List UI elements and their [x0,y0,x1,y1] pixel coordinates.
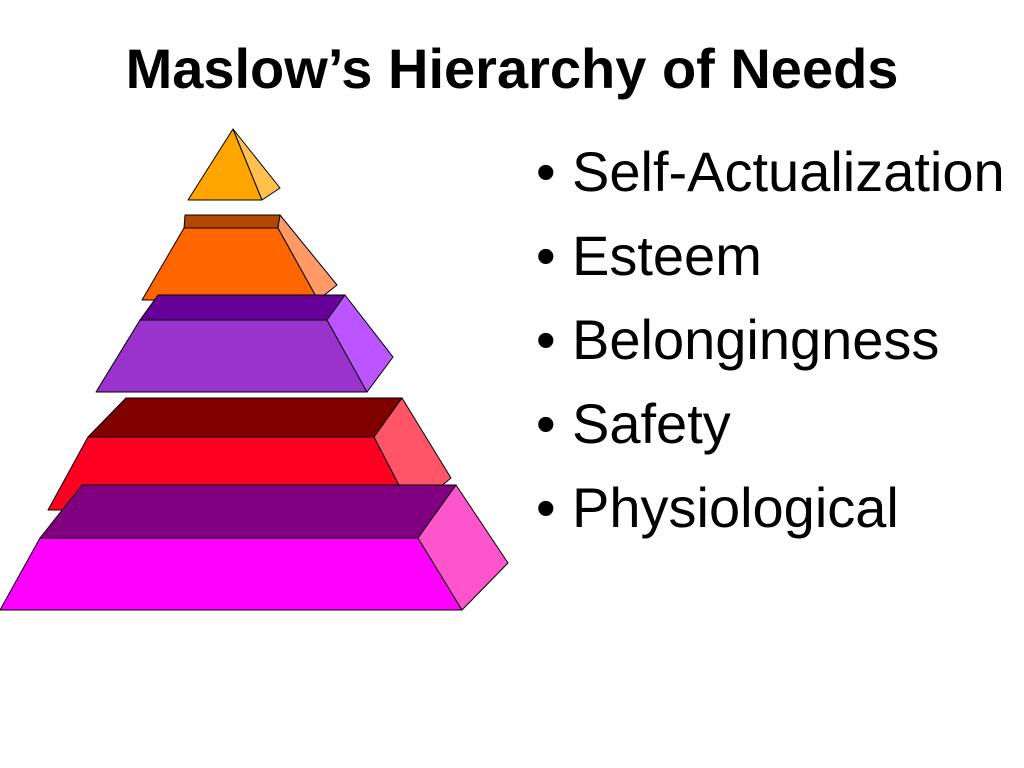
level-front-face [0,537,463,611]
list-item-label: Safety [572,392,731,455]
bullet-marker: • [536,308,556,371]
level-side-face [326,294,394,393]
pyramid-level-physiological [0,484,509,611]
list-item-label: Esteem [572,224,762,287]
bullet-marker: • [536,476,556,539]
list-item: • Self-​Actualization [536,140,1006,204]
slide-title: Maslow’s Hierarchy of Needs [125,37,899,100]
list-item: • Safety [536,392,1006,456]
list-item-label: Belongingness [572,308,940,371]
bullet-marker: • [536,140,556,203]
list-item: • Belongingness [536,308,1006,372]
list-item-label: Physiological [572,476,899,539]
level-top-face [139,294,346,321]
pyramid-level-self-actualization [187,128,281,201]
needs-list: • Self-​Actualization • Esteem • Belongingn… [536,140,1006,560]
level-side-face [232,128,281,201]
pyramid-level-belongingness [95,294,394,393]
list-item: • Physiological [536,476,1006,540]
bullet-marker: • [536,224,556,287]
list-item-label: Self-​Actualization [572,140,1005,203]
level-front-face [95,319,368,393]
pyramid-level-esteem [141,214,338,301]
level-top-face [87,397,403,438]
level-side-face [277,214,338,301]
bullet-marker: • [536,392,556,455]
list-item: • Esteem [536,224,1006,288]
level-top-face [183,214,281,229]
level-side-face [417,484,509,611]
level-top-face [39,484,457,539]
